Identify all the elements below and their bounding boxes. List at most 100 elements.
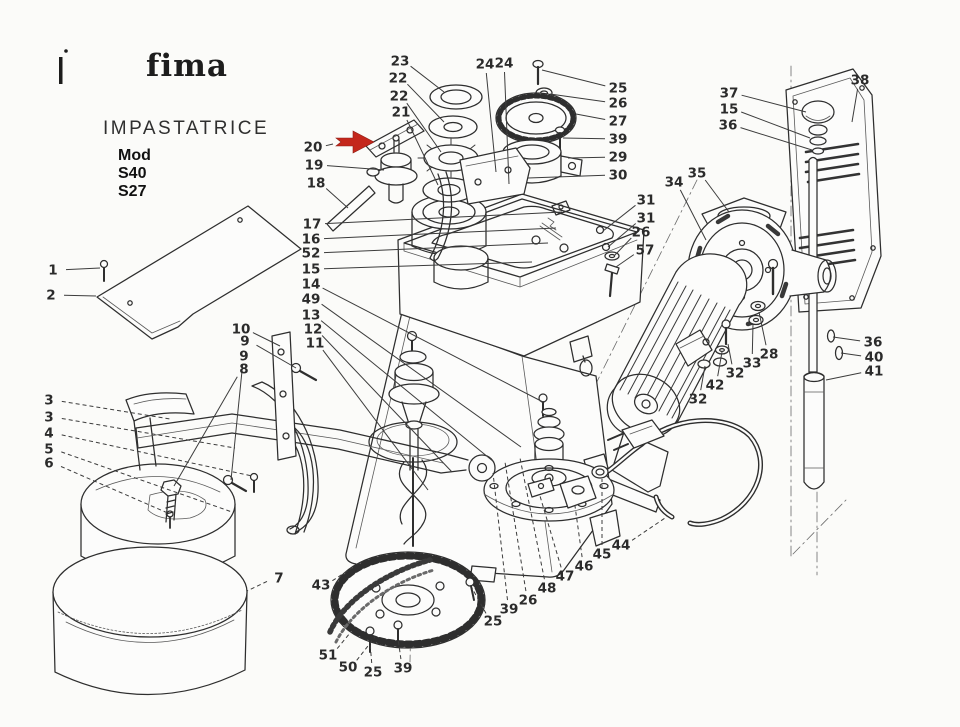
- callout-label-31: 31: [637, 211, 656, 227]
- callout-leader-24: [485, 72, 497, 173]
- callout-label-14: 14: [302, 277, 321, 293]
- callout-leader-5: [61, 451, 233, 513]
- callout-leader-25: [471, 587, 487, 614]
- callout-label-32: 32: [726, 366, 745, 382]
- callout-label-10: 10: [232, 322, 251, 338]
- callout-label-5: 5: [44, 442, 53, 458]
- callout-label-31: 31: [637, 193, 656, 209]
- callout-label-24: 24: [476, 57, 495, 73]
- callout-leader-34: [679, 189, 707, 241]
- callout-label-41: 41: [865, 364, 884, 380]
- callout-leader-40: [840, 352, 862, 357]
- callout-leader-18: [325, 188, 349, 209]
- callout-leader-10: [252, 332, 281, 347]
- callout-leader-39: [397, 637, 402, 660]
- callout-label-25: 25: [484, 614, 503, 630]
- callout-label-37: 37: [720, 86, 739, 102]
- gear-cover-group-drawing: [429, 59, 583, 262]
- callout-label-50: 50: [339, 660, 358, 676]
- callout-leader-12: [321, 335, 453, 473]
- callout-leader-6: [60, 466, 171, 515]
- callout-label-40: 40: [865, 350, 884, 366]
- callout-leader-25: [541, 69, 606, 87]
- callout-label-52: 52: [302, 246, 321, 262]
- callout-leader-24: [504, 71, 510, 185]
- diagram-title: IMPASTATRICE: [103, 118, 270, 139]
- callout-leader-36: [740, 127, 813, 151]
- bowl-drawing: [52, 463, 248, 696]
- callout-label-8: 8: [239, 362, 248, 378]
- callout-label-39: 39: [609, 132, 628, 148]
- callout-label-57: 57: [636, 243, 655, 259]
- callout-label-39: 39: [500, 602, 519, 618]
- callout-label-49: 49: [302, 292, 321, 308]
- knob-drawing: [801, 100, 835, 155]
- callout-label-42: 42: [706, 378, 725, 394]
- callout-label-15: 15: [302, 262, 321, 278]
- callout-label-38: 38: [851, 73, 870, 89]
- callout-leader-15: [323, 261, 533, 270]
- callout-leader-23: [410, 65, 445, 93]
- callout-label-9: 9: [239, 349, 248, 365]
- callout-leader-8: [173, 376, 238, 487]
- callout-label-36: 36: [719, 118, 738, 134]
- callout-leader-47: [539, 495, 562, 568]
- callout-label-33: 33: [743, 356, 762, 372]
- callout-leader-9: [230, 364, 244, 481]
- callout-leader-26: [613, 237, 632, 257]
- callout-label-24: 24: [495, 56, 514, 72]
- callout-leader-22: [407, 83, 445, 123]
- callout-leader-49: [321, 303, 522, 448]
- callout-label-48: 48: [538, 581, 557, 597]
- callout-label-4: 4: [44, 426, 53, 442]
- callout-label-28: 28: [760, 347, 779, 363]
- spindle-drawing: [368, 330, 548, 547]
- callout-leader-46: [574, 505, 583, 558]
- callout-label-51: 51: [319, 648, 338, 664]
- callout-label-2: 2: [46, 288, 55, 304]
- callout-label-20: 20: [304, 140, 323, 156]
- scan-artifacts: [59, 49, 68, 84]
- callout-leader-52: [323, 242, 549, 254]
- callout-leader-35: [704, 179, 730, 213]
- callout-label-16: 16: [302, 232, 321, 248]
- callout-label-36: 36: [864, 335, 883, 351]
- callout-label-25: 25: [364, 665, 383, 681]
- callout-label-35: 35: [688, 166, 707, 182]
- callout-leader-28: [758, 311, 767, 346]
- callout-leader-9: [256, 344, 297, 369]
- callout-label-18: 18: [307, 176, 326, 192]
- callout-label-27: 27: [609, 114, 628, 130]
- callout-leader-20: [325, 143, 334, 147]
- callout-label-26: 26: [632, 225, 651, 241]
- callout-leader-32: [727, 343, 733, 365]
- callout-leader-3: [61, 418, 236, 449]
- diagram-model: Mod S40 S27: [118, 147, 151, 200]
- callout-label-6: 6: [44, 456, 53, 472]
- callout-leader-7: [246, 580, 268, 592]
- callout-leader-15: [741, 111, 811, 139]
- callout-leader-29: [567, 156, 606, 159]
- brand-logo: fima: [146, 48, 228, 84]
- callout-leader-26: [549, 93, 606, 103]
- callout-leader-19: [326, 165, 385, 171]
- callout-leader-31: [602, 204, 636, 232]
- callout-leader-3: [61, 400, 171, 420]
- callout-label-15: 15: [720, 102, 739, 118]
- callout-layer: 1233456710998111213491415521617181920212…: [44, 54, 883, 681]
- callout-label-22: 22: [389, 71, 408, 87]
- callout-leader-21: [406, 119, 439, 186]
- callout-label-17: 17: [303, 217, 322, 233]
- callout-label-43: 43: [312, 578, 331, 594]
- callout-leader-2: [63, 294, 97, 297]
- callout-label-12: 12: [304, 322, 323, 338]
- callout-label-32: 32: [689, 392, 708, 408]
- highlight-arrow-icon: [335, 130, 375, 154]
- callout-label-45: 45: [593, 547, 612, 563]
- callout-label-47: 47: [556, 569, 575, 585]
- callout-leader-42: [717, 351, 723, 377]
- callout-label-3: 3: [44, 393, 53, 409]
- callout-label-30: 30: [609, 168, 628, 184]
- motor-drawing: [599, 253, 748, 513]
- callout-leader-37: [741, 94, 807, 113]
